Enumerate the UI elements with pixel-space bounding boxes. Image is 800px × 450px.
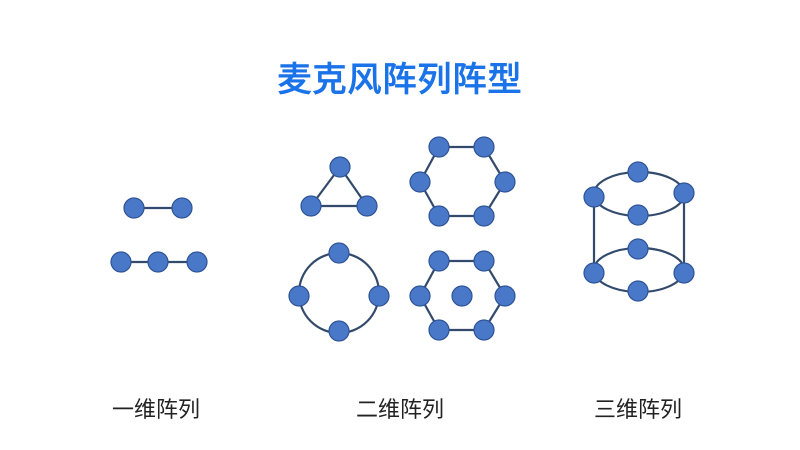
mic-node (473, 319, 495, 341)
mic-node (186, 251, 208, 273)
mic-node (627, 280, 649, 302)
circular-array (288, 242, 390, 342)
mic-node (428, 136, 450, 158)
mic-node (329, 156, 351, 178)
mic-node (368, 285, 390, 307)
cylinder-array (583, 161, 695, 302)
mic-node (673, 262, 695, 284)
mic-node (328, 320, 350, 342)
mic-node (428, 205, 450, 227)
mic-node (673, 182, 695, 204)
mic-node (409, 171, 431, 193)
mic-node (409, 285, 431, 307)
mic-node (473, 136, 495, 158)
page-title: 麦克风阵列阵型 (277, 60, 523, 100)
mic-node (171, 197, 193, 219)
linear-array-3 (110, 251, 208, 273)
mic-node (494, 171, 516, 193)
mic-node (110, 251, 132, 273)
mic-node (451, 285, 473, 307)
label-one-d: 一维阵列 (111, 398, 200, 423)
mic-node (583, 262, 605, 284)
mic-node (627, 161, 649, 183)
mic-node (494, 285, 516, 307)
mic-node (583, 186, 605, 208)
mic-node (356, 195, 378, 217)
mic-node (473, 205, 495, 227)
mic-node (288, 285, 310, 307)
mic-node (328, 242, 350, 264)
mic-node (428, 250, 450, 272)
mic-node (123, 197, 145, 219)
mic-node (627, 238, 649, 260)
linear-array-2 (123, 197, 193, 219)
hexagon-array (409, 136, 516, 227)
mic-node (428, 319, 450, 341)
mic-node (300, 195, 322, 217)
hexagon-center-array (409, 250, 516, 341)
triangle-array (300, 156, 378, 217)
label-three-d: 三维阵列 (593, 398, 682, 423)
mic-node (627, 204, 649, 226)
label-two-d: 二维阵列 (355, 398, 444, 423)
mic-node (147, 251, 169, 273)
mic-node (473, 250, 495, 272)
